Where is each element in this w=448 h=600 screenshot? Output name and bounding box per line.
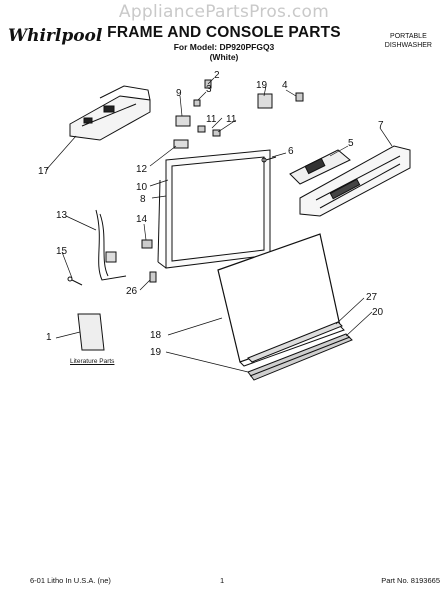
part-8-door-frame xyxy=(157,149,271,269)
page-title: FRAME AND CONSOLE PARTS xyxy=(107,24,341,41)
footer-part-number: Part No. 8193665 xyxy=(381,576,440,585)
footer-litho: 6-01 Litho In U.S.A. (ne) xyxy=(30,576,111,585)
literature-parts-label: Literature Parts xyxy=(70,358,115,365)
callout-20: 20 xyxy=(372,307,384,318)
part-12 xyxy=(173,139,189,149)
callout-7: 7 xyxy=(378,120,384,131)
callout-10: 10 xyxy=(136,182,148,193)
watermark: AppliancePartsPros.com xyxy=(118,2,330,22)
callout-18: 18 xyxy=(150,330,162,341)
part-1-literature xyxy=(77,313,105,351)
callout-6: 6 xyxy=(288,146,294,157)
brand-logo: Whirlpool xyxy=(8,26,103,46)
callout-16: 17 xyxy=(38,166,50,177)
callout-17: 19 xyxy=(256,80,268,91)
callout-4: 4 xyxy=(282,80,288,91)
color-line: (White) xyxy=(209,52,239,62)
callout-27: 27 xyxy=(366,292,378,303)
callout-19: 19 xyxy=(150,347,162,358)
part-6-screw xyxy=(261,156,277,163)
callout-5: 5 xyxy=(348,138,354,149)
callout-15: 15 xyxy=(56,246,68,257)
model-line: For Model: DP920PFGQ3 xyxy=(173,42,275,52)
callout-11a: 11 xyxy=(206,114,217,125)
callout-11b: 11 xyxy=(226,114,237,125)
part-3 xyxy=(193,99,201,107)
part-27-strip xyxy=(247,321,343,363)
part-11b xyxy=(212,129,221,137)
product-type-line1: PORTABLE xyxy=(390,33,427,40)
part-14 xyxy=(141,239,153,249)
part-4 xyxy=(295,92,304,102)
callout-9: 9 xyxy=(176,88,182,99)
footer-page-number: 1 xyxy=(220,576,225,585)
product-type-line2: DISHWASHER xyxy=(384,42,432,49)
part-11a xyxy=(197,125,206,133)
part-5-control-panel xyxy=(289,149,351,185)
product-type: PORTABLE DISHWASHER xyxy=(385,32,432,50)
part-7-console xyxy=(299,145,411,217)
part-26 xyxy=(149,271,157,283)
part-20-trim xyxy=(247,333,353,381)
callout-2: 2 xyxy=(214,70,220,81)
callout-12: 12 xyxy=(136,164,148,175)
callout-8: 8 xyxy=(140,194,146,205)
callout-13: 13 xyxy=(56,210,68,221)
part-15-screw xyxy=(67,276,83,286)
callout-3: 3 xyxy=(206,84,212,95)
callout-26: 26 xyxy=(126,286,138,297)
part-17 xyxy=(257,93,273,109)
callout-1: 1 xyxy=(46,332,52,343)
part-16-bracket xyxy=(69,85,151,141)
callout-14: 14 xyxy=(136,214,148,225)
part-9 xyxy=(175,115,191,127)
part-13-wire-harness xyxy=(95,209,127,281)
